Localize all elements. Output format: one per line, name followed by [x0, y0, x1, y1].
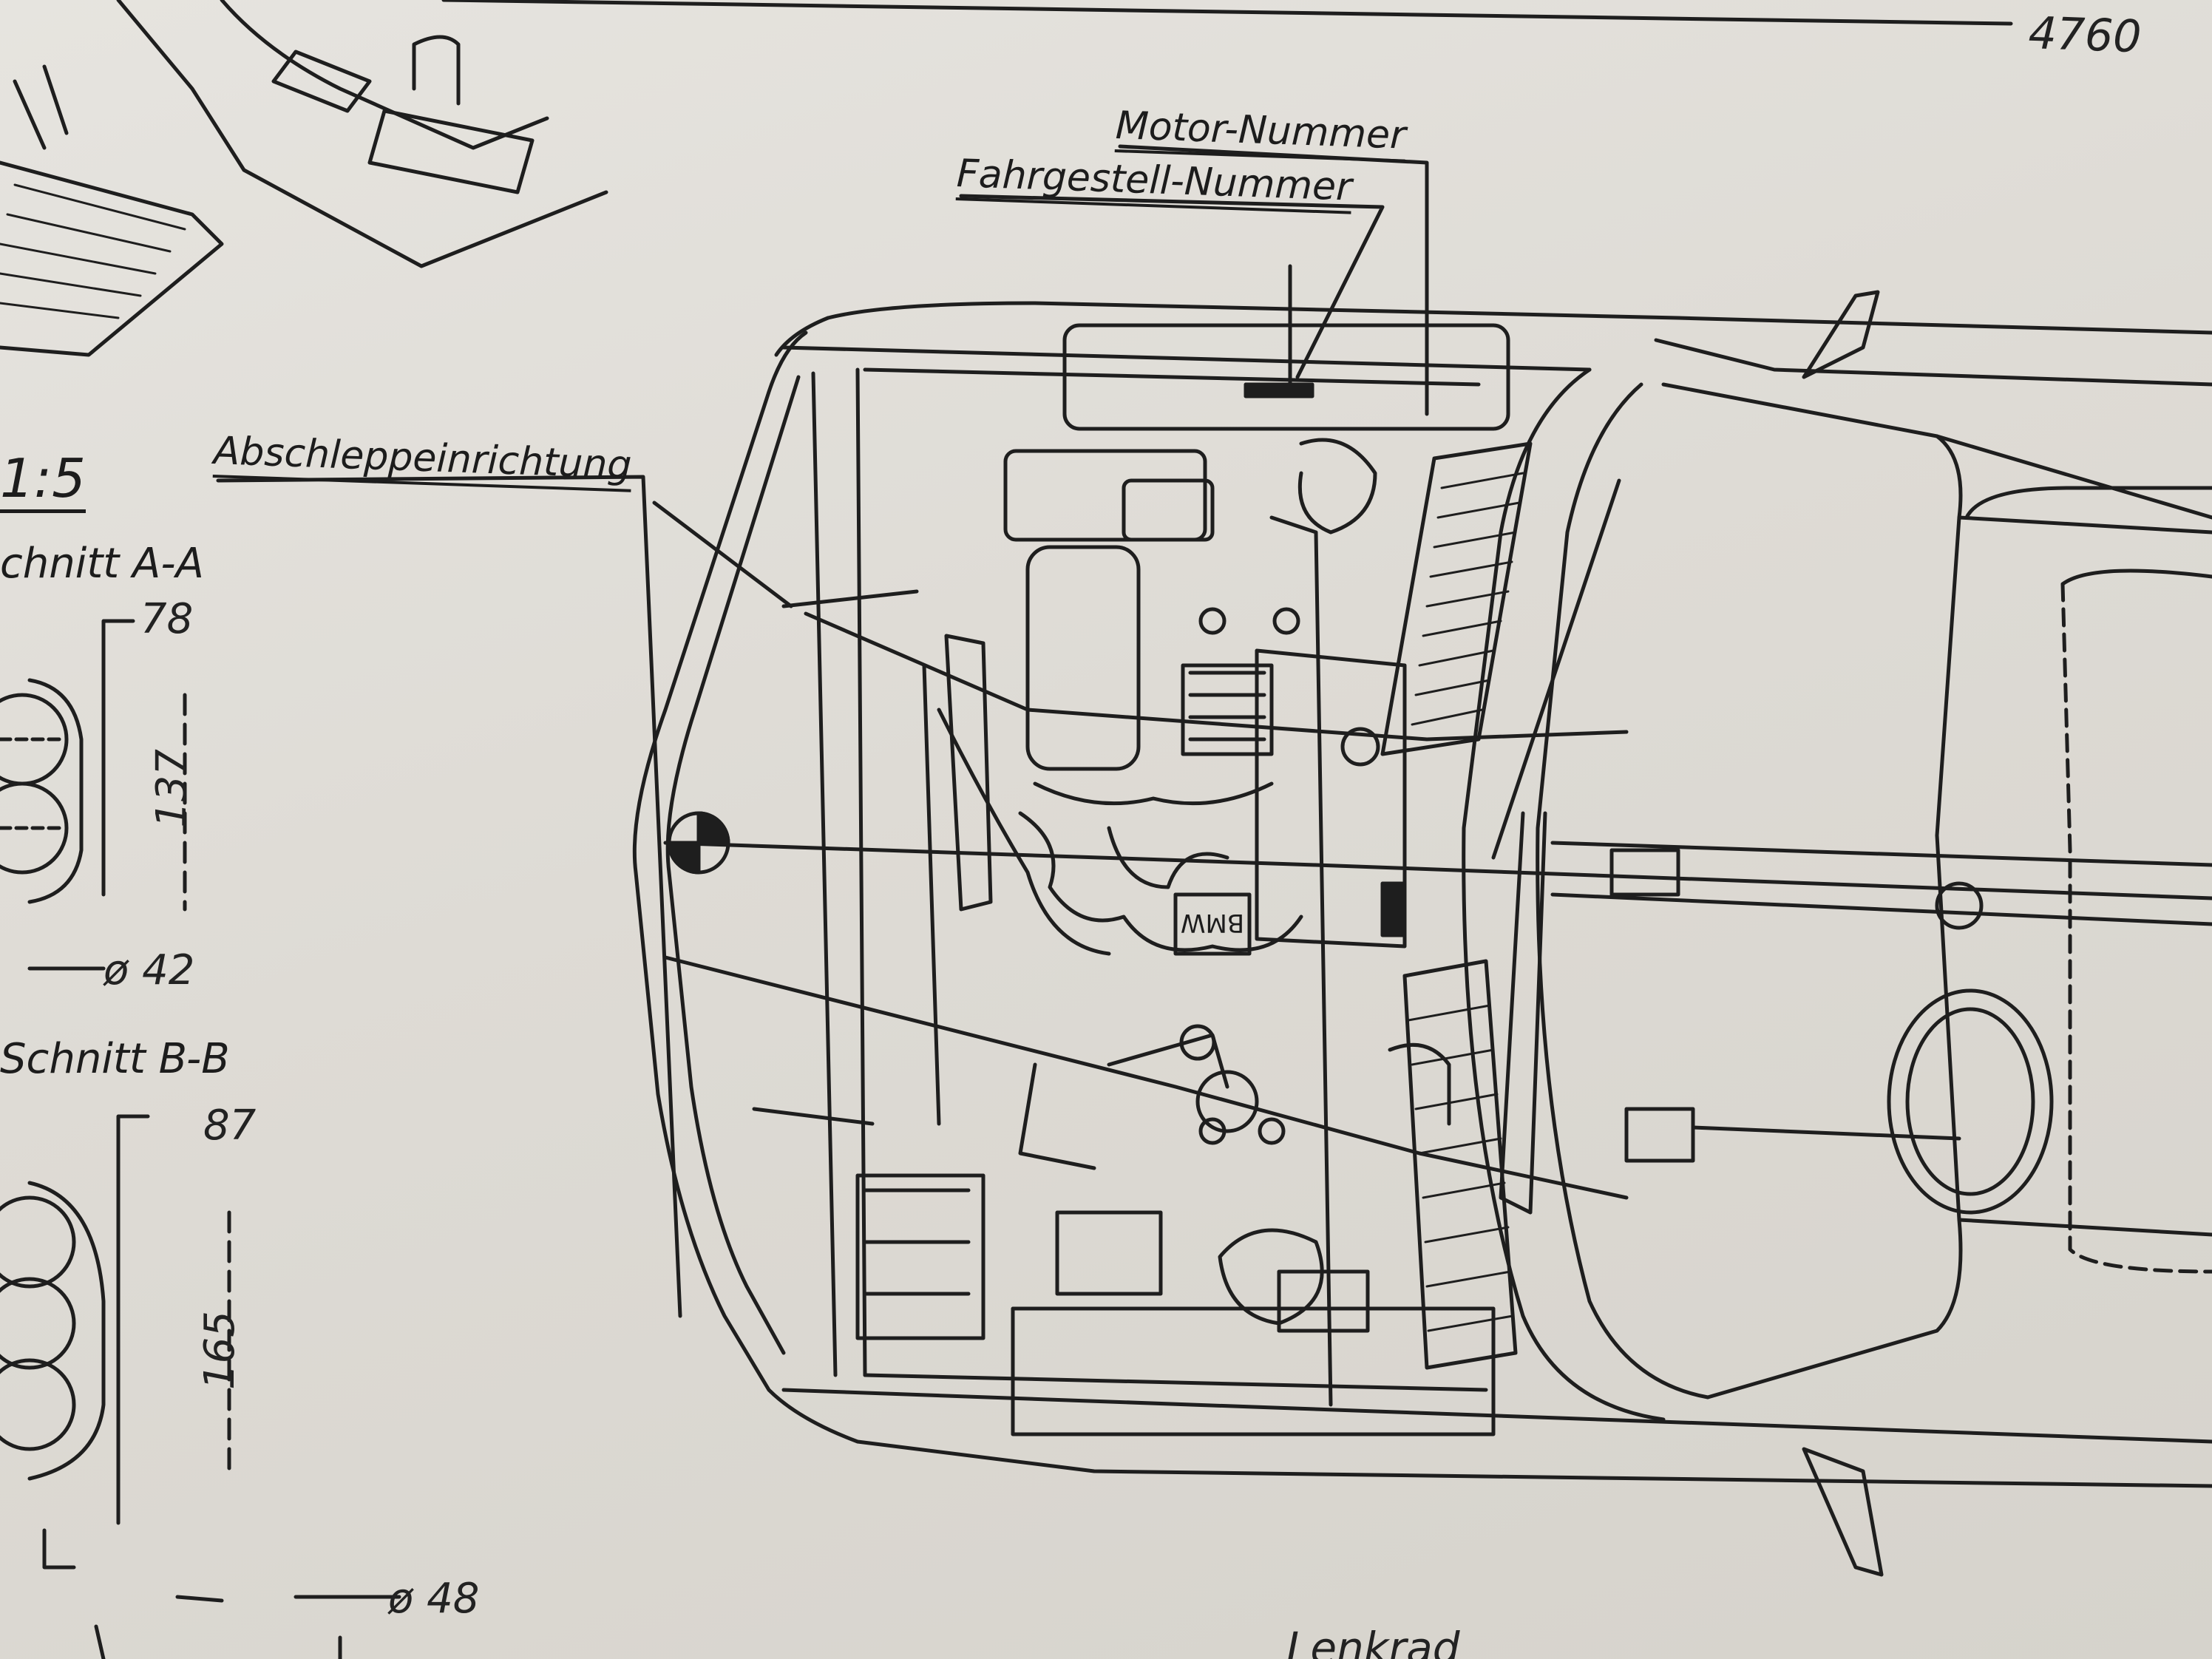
dim-a-width: 78 [140, 595, 194, 643]
section-a-title: chnitt A-A [0, 540, 204, 588]
section-b-title: Schnitt B-B [0, 1035, 230, 1083]
headlamp-section-drawing [0, 619, 401, 1659]
car-body-outline [632, 301, 2212, 1488]
bmw-roundel-icon [667, 811, 730, 875]
engine-badge: BMW [1180, 908, 1245, 937]
gear-shift-sketch [0, 0, 608, 357]
cabin-outline [1462, 290, 2212, 1577]
scale-label: 1:5 [0, 447, 86, 513]
steering-wheel-label: Lenkrad [1286, 1623, 1460, 1659]
dim-a-diameter: ø 42 [104, 946, 195, 994]
engine-details [752, 323, 1510, 1436]
callout-leaders [216, 144, 1429, 1318]
dim-b-diameter: ø 48 [388, 1575, 480, 1623]
radiator-grille [1380, 441, 1533, 1370]
dim-a-height: 137 [148, 749, 196, 828]
motor-number-label: Motor-Nummer [1114, 104, 1407, 163]
dim-b-height: 165 [196, 1311, 244, 1390]
dim-b-width: 87 [203, 1102, 257, 1150]
drawing-number: 4760 [2027, 7, 2143, 64]
